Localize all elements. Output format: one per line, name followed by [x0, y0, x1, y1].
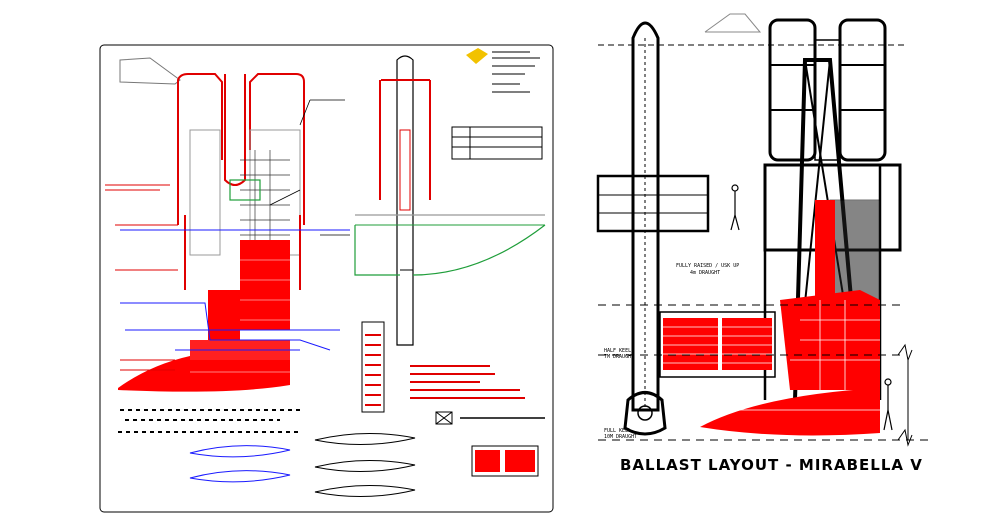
waterline-markers	[598, 304, 930, 447]
schedule-table-left	[361, 321, 385, 413]
note-box	[435, 411, 545, 425]
hull-plan-views	[189, 432, 416, 498]
leader-lines-left	[269, 99, 350, 236]
label-half-keel-draught: 7M DRAUGHT	[604, 354, 634, 360]
legend-table-small	[451, 126, 543, 160]
red-notes	[410, 365, 525, 399]
keel-column-left	[623, 21, 667, 436]
ballast-grid-right	[740, 300, 880, 411]
ballast-block-left	[118, 240, 290, 392]
right-drawing: FULLY RAISED / USK UP 4m DRAUGHT HALF KE…	[596, 13, 930, 474]
green-outline	[229, 179, 261, 201]
label-draught-top: 4m DRAUGHT	[690, 270, 720, 276]
mast-section	[354, 55, 546, 346]
drawing-title: BALLAST LAYOUT - MIRABELLA V	[620, 456, 923, 474]
blue-reference-lines	[120, 229, 350, 351]
title-block	[466, 48, 540, 93]
label-full-keel: FULL KEEL	[604, 428, 631, 434]
label-full-keel-draught: 10M DRAUGHT	[604, 434, 637, 440]
human-figure-right	[883, 378, 893, 431]
deck-band	[596, 174, 710, 233]
section-view-left	[177, 73, 305, 290]
label-half-keel: HALF KEEL	[604, 348, 631, 354]
frame-grid	[240, 150, 290, 240]
left-drawing-sheet	[99, 44, 554, 513]
ballast-grid-left	[190, 259, 290, 373]
red-leader-lines	[105, 184, 178, 371]
weight-table-left	[471, 445, 539, 477]
dimension-rows	[118, 409, 300, 433]
ballast-schedule-table	[659, 311, 776, 378]
label-fully-raised: FULLY RAISED / USK UP	[676, 263, 739, 269]
human-figure-left	[730, 184, 740, 231]
